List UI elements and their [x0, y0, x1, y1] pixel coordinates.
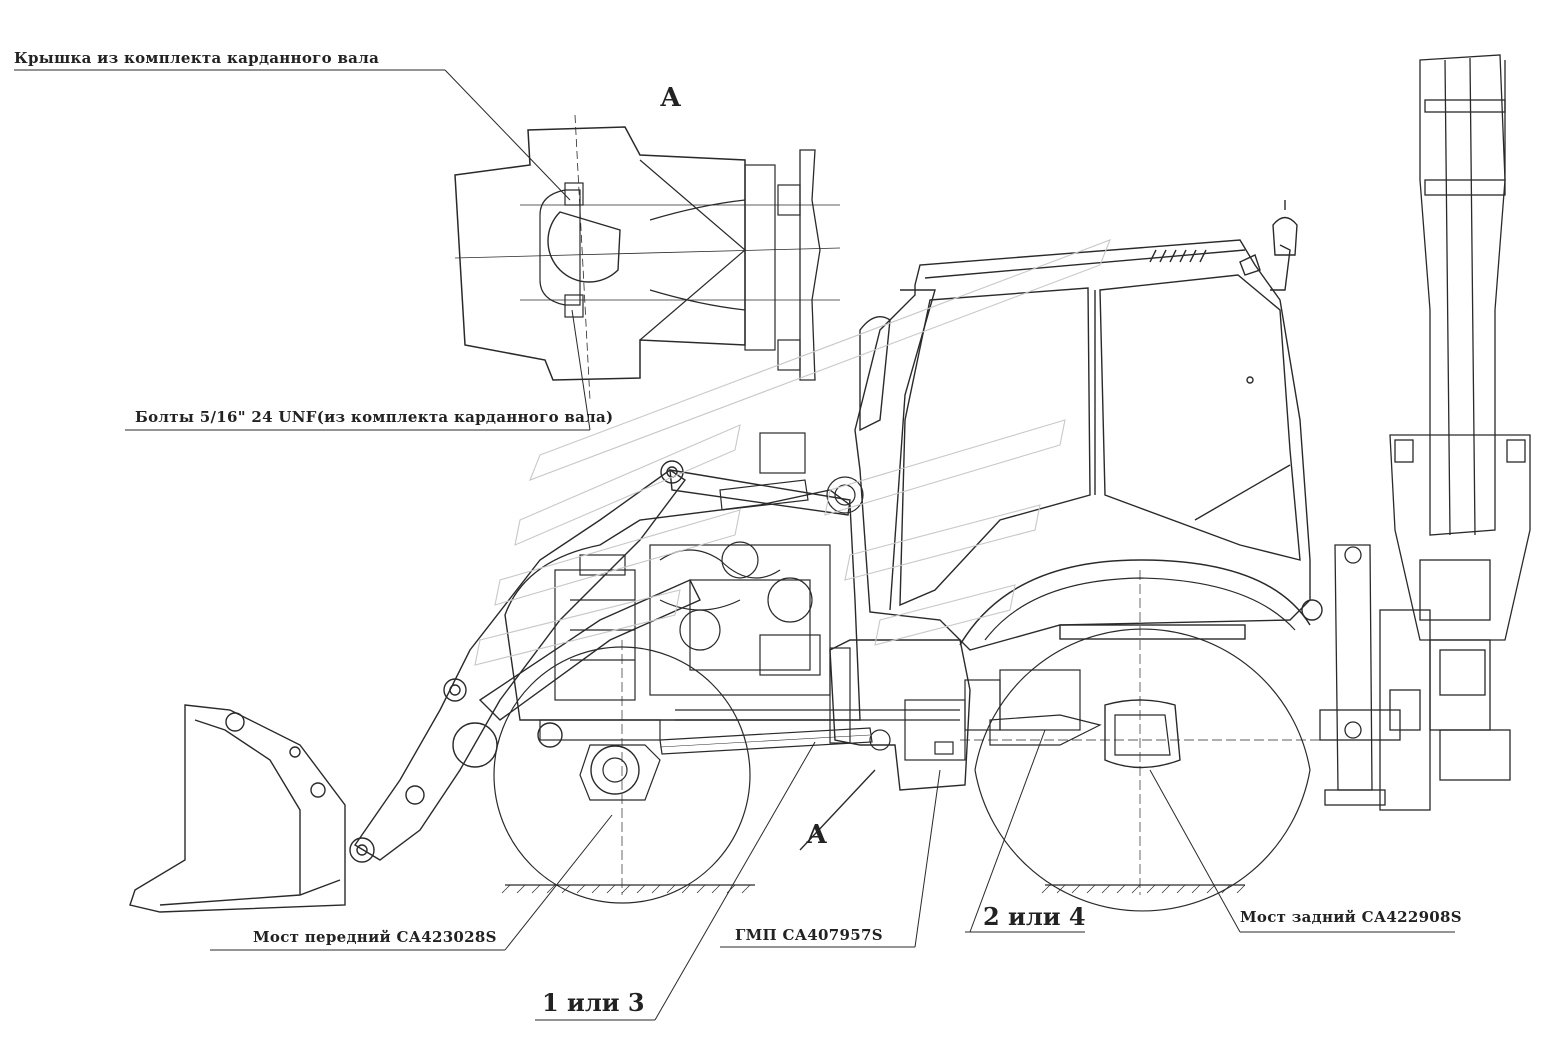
label-cover: Крышка из комплекта карданного вала	[14, 49, 379, 67]
label-shaft-rear: 2 или 4	[983, 902, 1086, 931]
label-gmp: ГМП СА407957S	[735, 926, 883, 944]
rear-fender	[959, 559, 1311, 646]
drivetrain	[539, 639, 1181, 801]
backhoe	[1319, 54, 1531, 811]
label-front-axle: Мост передний СА423028S	[253, 928, 497, 946]
ground-lines	[501, 884, 1246, 894]
leader-lines	[14, 69, 1455, 1021]
label-bolts: Болты 5/16" 24 UNF(из комплекта карданно…	[135, 408, 613, 426]
loader-arm	[349, 460, 851, 863]
label-view-a-title: А	[660, 83, 681, 113]
watermark-logo	[474, 239, 1111, 666]
label-rear-axle: Мост задний СА422908S	[1240, 908, 1462, 926]
label-shaft-front: 1 или 3	[542, 988, 645, 1017]
diagram-labels: Крышка из комплекта карданного вала А Бо…	[14, 49, 1462, 1017]
label-view-a-arrow: А	[806, 820, 827, 850]
cab	[854, 200, 1323, 651]
engine-compartment	[504, 432, 864, 721]
rear-wheel	[960, 570, 1320, 912]
detail-view-a	[454, 114, 841, 401]
front-wheel	[493, 640, 751, 904]
bucket	[129, 704, 346, 913]
